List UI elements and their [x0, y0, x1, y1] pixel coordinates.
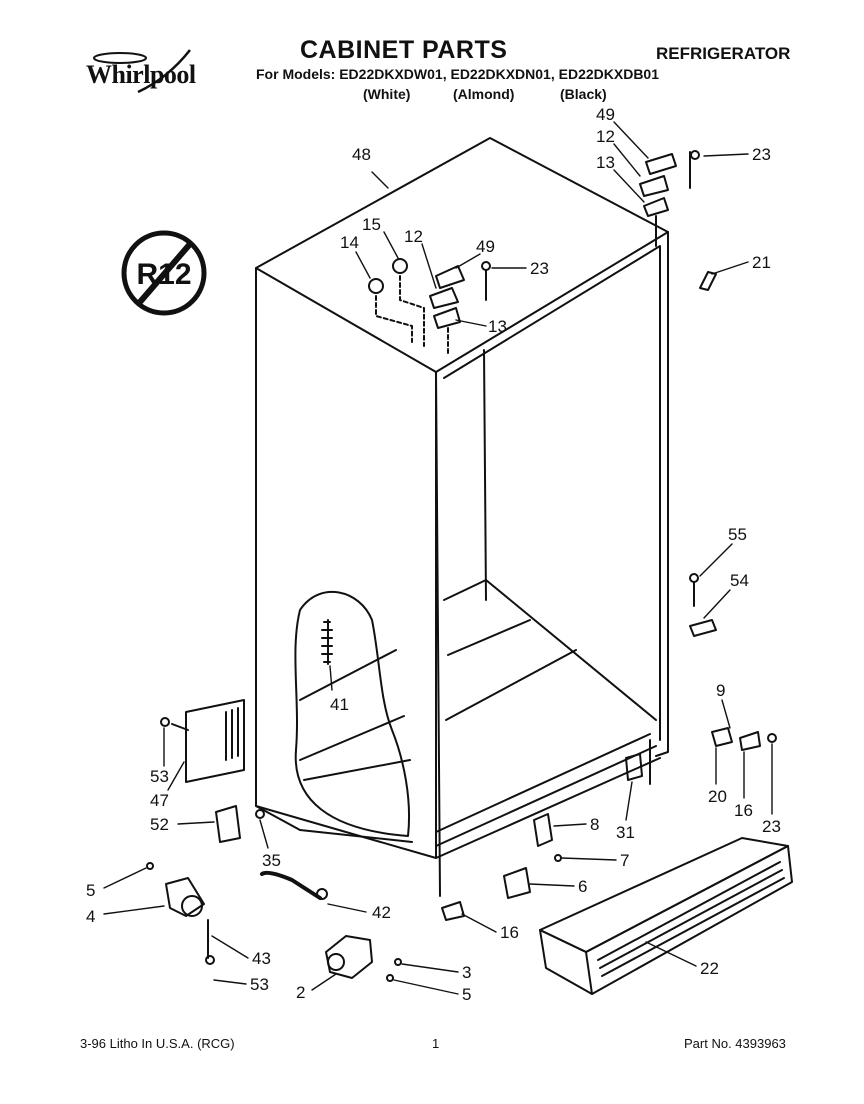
callout-21: 21	[752, 253, 771, 272]
callout-49: 49	[476, 237, 495, 256]
callout-49: 49	[596, 105, 615, 124]
callout-22: 22	[700, 959, 719, 978]
callout-4: 4	[86, 907, 96, 926]
callout-5: 5	[86, 881, 96, 900]
screw-7	[554, 854, 562, 862]
roller-4	[146, 862, 215, 965]
callout-52: 52	[150, 815, 169, 834]
logo-swoosh-icon	[93, 49, 191, 94]
callout-31: 31	[616, 823, 635, 842]
models-line: For Models: ED22DKXDW01, ED22DKXDN01, ED…	[256, 66, 659, 82]
callout-43: 43	[252, 949, 271, 968]
callout-53: 53	[150, 767, 169, 786]
callout-leaders	[103, 121, 773, 995]
callout-13: 13	[488, 317, 507, 336]
variant-white: (White)	[363, 86, 411, 102]
spring-41	[321, 619, 333, 665]
callout-42: 42	[372, 903, 391, 922]
callout-35: 35	[262, 851, 281, 870]
variant-black: (Black)	[560, 86, 607, 102]
clip-54	[689, 619, 717, 637]
top-hinge-center	[368, 258, 491, 357]
callout-48: 48	[352, 145, 371, 164]
callout-55: 55	[728, 525, 747, 544]
callout-12: 12	[404, 227, 423, 246]
roller-2	[325, 935, 402, 982]
callout-8: 8	[590, 815, 600, 834]
variant-almond: (Almond)	[453, 86, 515, 102]
callout-53: 53	[250, 975, 269, 994]
callout-16: 16	[500, 923, 519, 942]
bracket-21	[699, 271, 717, 291]
callout-9: 9	[716, 681, 726, 700]
screw-23-right	[767, 733, 777, 743]
hinge-52	[215, 805, 241, 843]
part-31	[625, 753, 643, 781]
tube-42	[260, 870, 322, 900]
screw-55	[689, 573, 699, 583]
badge-text: R12	[136, 258, 191, 291]
callout-13: 13	[596, 153, 615, 172]
bracket-6	[503, 867, 531, 899]
callout-6: 6	[578, 877, 588, 896]
callout-20: 20	[708, 787, 727, 806]
callout-5: 5	[462, 985, 472, 1004]
callout-12: 12	[596, 127, 615, 146]
callout-3: 3	[462, 963, 472, 982]
cabinet-body	[255, 137, 669, 897]
whirlpool-logo: Whirlpool	[78, 48, 218, 98]
no-r12-icon: R12	[121, 230, 207, 316]
bracket-16-right	[739, 731, 761, 751]
document-type: REFRIGERATOR	[656, 44, 791, 63]
rear-panel-47	[160, 699, 245, 783]
callout-15: 15	[362, 215, 381, 234]
top-hinge-right	[639, 150, 700, 247]
callout-14: 14	[340, 233, 359, 252]
footer-part-number: Part No. 4393963	[684, 1036, 786, 1051]
part-8	[533, 813, 553, 847]
brand-name: Whirlpool	[86, 60, 196, 89]
callout-23: 23	[762, 817, 781, 836]
bracket-16-bottom	[441, 901, 465, 921]
callout-54: 54	[730, 571, 749, 590]
grille-22	[539, 837, 793, 995]
screw-35	[255, 809, 265, 819]
callout-16: 16	[734, 801, 753, 820]
callout-7: 7	[620, 851, 630, 870]
callout-2: 2	[296, 983, 306, 1002]
callout-23: 23	[530, 259, 549, 278]
footer-litho: 3-96 Litho In U.S.A. (RCG)	[80, 1036, 235, 1051]
tube-42-end	[316, 888, 328, 900]
bracket-20	[711, 727, 733, 747]
page-title: CABINET PARTS	[300, 36, 508, 64]
callout-23: 23	[752, 145, 771, 164]
footer-page-number: 1	[432, 1036, 440, 1051]
callout-41: 41	[330, 695, 349, 714]
callout-47: 47	[150, 791, 169, 810]
